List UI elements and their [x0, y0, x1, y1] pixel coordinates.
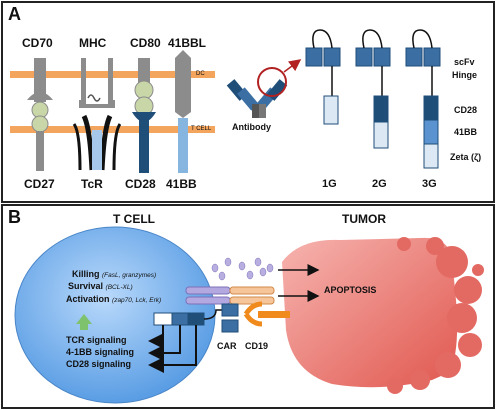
cd70-label: CD70: [22, 36, 53, 50]
cd70-cd27-pair: [27, 58, 53, 171]
generation-2g-label: 2G: [372, 178, 387, 190]
generation-1g-label: 1G: [322, 178, 337, 190]
car-label: CAR: [217, 341, 237, 351]
41bbl-label: 41BBL: [168, 36, 207, 50]
cd19-label: CD19: [245, 341, 269, 351]
tumor-cell: [282, 237, 484, 394]
41bb-signaling-label: 4-1BB signaling: [66, 347, 135, 357]
panel-b-letter: B: [8, 207, 21, 227]
activation-label: Activation: [66, 294, 110, 304]
tumor-title: TUMOR: [342, 212, 386, 226]
survival-detail: (BCL-XL): [105, 284, 133, 291]
fasl-fas-pair: [185, 286, 275, 305]
cd80-cd28-pair: [132, 58, 156, 173]
killing-line: Killing (FasL, granzymes): [72, 269, 156, 279]
car-3g: [405, 29, 441, 169]
car-2g: [355, 29, 391, 149]
tcr-label: TcR: [81, 177, 103, 191]
panel-a-frame: [1, 1, 495, 203]
generation-3g-label: 3G: [422, 178, 437, 190]
tcell-membrane: [10, 126, 215, 133]
domain-cd28-label: CD28: [454, 105, 478, 115]
panel-a-letter: A: [8, 4, 21, 24]
upregulation-arrow: [76, 314, 92, 330]
activation-detail: (zap70, Lck, Erk): [112, 297, 162, 304]
mhc-label: MHC: [79, 36, 107, 50]
cytotoxic-granules: [211, 257, 274, 281]
dc-membrane-label: DC: [196, 71, 205, 77]
tcell-title: T CELL: [113, 212, 155, 226]
domain-scfv-label: scFv: [454, 57, 475, 67]
killing-detail: (FasL, granzymes): [102, 272, 157, 279]
cd28-label: CD28: [125, 177, 156, 191]
survival-label: Survival: [68, 281, 104, 291]
domain-41bb-label: 41BB: [454, 127, 478, 137]
cd19-antigen: [243, 301, 290, 327]
antibody-drawing: [226, 59, 302, 118]
cd80-label: CD80: [130, 36, 161, 50]
cd28-signaling-label: CD28 signaling: [66, 359, 132, 369]
domain-zeta-label: Zeta (ζ): [450, 152, 482, 162]
car-1g: [305, 29, 341, 125]
tcell-membrane-label: T CELL: [191, 126, 212, 132]
activation-line: Activation (zap70, Lck, Erk): [66, 294, 161, 304]
mhc-tcr-pair: [72, 58, 122, 171]
panel-b-frame: [1, 204, 495, 409]
domain-hinge-label: Hinge: [452, 70, 478, 80]
car-construct: [153, 303, 239, 333]
survival-line: Survival (BCL-XL): [68, 281, 133, 291]
41bb-label: 41BB: [166, 177, 197, 191]
41bbl-41bb-pair: [175, 50, 191, 173]
killing-label: Killing: [72, 269, 100, 279]
tcr-signaling-label: TCR signaling: [66, 335, 127, 345]
signaling-arrows: [148, 325, 197, 373]
cd27-label: CD27: [24, 177, 55, 191]
apoptosis-label: APOPTOSIS: [324, 285, 377, 295]
antibody-label: Antibody: [232, 122, 271, 132]
